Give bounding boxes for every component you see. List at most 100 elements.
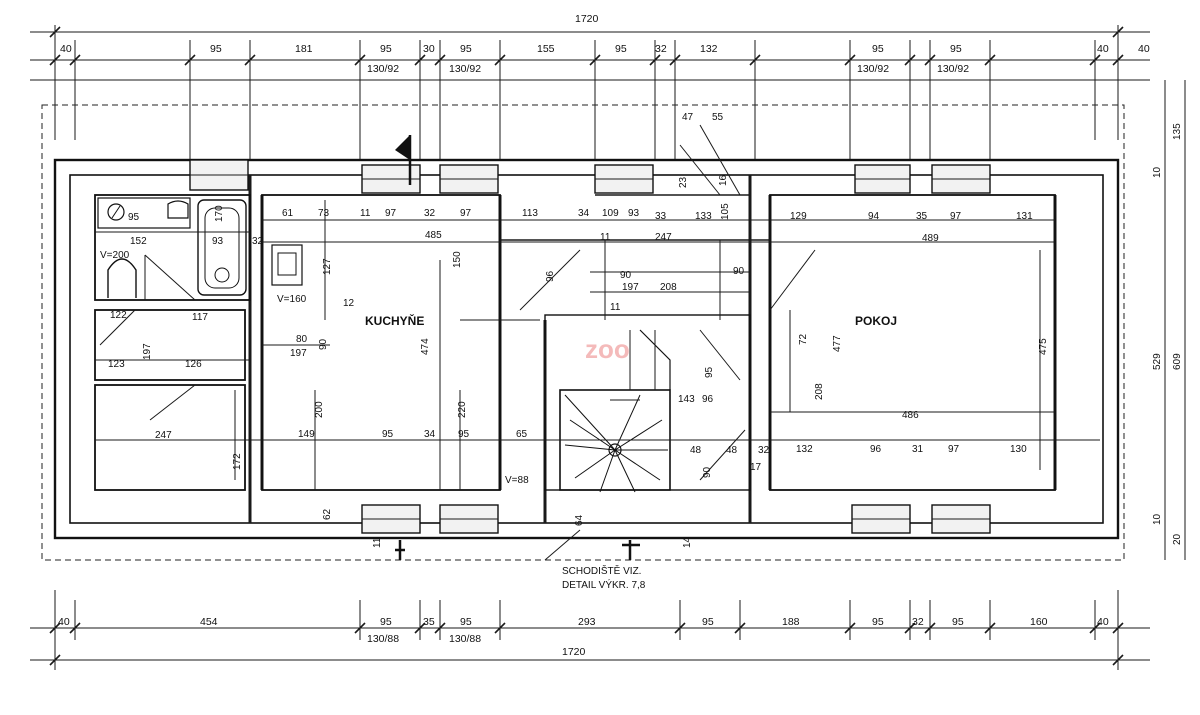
dim-label: 155 [537, 43, 555, 55]
dim-label: 220 [457, 401, 468, 418]
dim-label: 73 [318, 208, 330, 219]
dim-label: 97 [385, 208, 397, 219]
dim-label: 40 [58, 616, 70, 628]
watermark-logo: zoo [585, 334, 630, 364]
dim-label: 95 [380, 43, 392, 55]
dim-label: 95 [872, 616, 884, 628]
dim-label: 32 [252, 236, 264, 247]
dim-label: 293 [578, 616, 596, 628]
dim-label: 94 [868, 211, 880, 222]
dim-label: 130/88 [367, 633, 399, 645]
stair-note-line1: SCHODIŠTĚ VIZ. [562, 564, 641, 577]
dim-label: 105 [720, 203, 731, 220]
dim-label: 130/92 [857, 63, 889, 75]
room-label-kitchen: KUCHYŇE [365, 313, 424, 328]
dim-label: 61 [282, 208, 294, 219]
dim-label: 95 [952, 616, 964, 628]
top-dimension-lines: 1720 40 95 181 95 30 95 155 95 32 132 95… [30, 13, 1150, 170]
dim-label: 93 [628, 208, 640, 219]
dim-label: 247 [655, 232, 672, 243]
dim-label: 10 [1152, 166, 1163, 178]
dim-label: 12 [343, 298, 355, 309]
dim-label: 152 [130, 236, 147, 247]
dim-label: 93 [212, 236, 224, 247]
overall-top-dim: 1720 [575, 13, 599, 25]
dim-label: 32 [424, 208, 436, 219]
dim-label: 95 [460, 43, 472, 55]
right-side-dims: 135 10 529 609 10 20 [1152, 80, 1186, 560]
dim-label: 47 [682, 112, 694, 123]
dim-label: 131 [1016, 211, 1033, 222]
dim-label: 474 [420, 338, 431, 355]
dim-label: 90 [733, 266, 745, 277]
dim-label: 130/88 [449, 633, 481, 645]
dim-label: 40 [60, 43, 72, 55]
dim-label: 160 [1030, 616, 1048, 628]
dim-label: 23 [678, 176, 689, 188]
dim-label: 126 [185, 359, 202, 370]
dim-label: 609 [1172, 353, 1183, 370]
windows [189, 159, 991, 534]
dim-label: 95 [872, 43, 884, 55]
dim-label: 135 [1172, 123, 1183, 140]
dim-label: 48 [690, 445, 702, 456]
dim-label: 197 [290, 348, 307, 359]
dim-label: 208 [660, 282, 677, 293]
interior-dimension-lines [95, 200, 1100, 490]
dim-label: V=160 [277, 294, 307, 305]
dim-label: 95 [950, 43, 962, 55]
dim-label: 72 [798, 333, 809, 345]
dim-label: 11 [600, 232, 611, 243]
dim-label: 188 [782, 616, 800, 628]
dim-label: 149 [298, 429, 315, 440]
dim-label: 172 [232, 453, 243, 470]
dim-label: 11 [372, 537, 383, 548]
dim-label: 32 [912, 616, 924, 628]
dim-label: 130/92 [449, 63, 481, 75]
dim-label: 197 [142, 343, 153, 360]
dim-label: 95 [704, 366, 715, 378]
dim-label: 150 [452, 251, 463, 268]
kitchen-zone-dims: 61 73 11 97 32 485 97 113 34 127 V=160 1… [277, 208, 590, 548]
dim-label: 97 [950, 211, 962, 222]
dim-label: 34 [424, 429, 436, 440]
dim-label: 64 [574, 514, 585, 526]
dim-label: 95 [380, 616, 392, 628]
dim-label: 31 [912, 444, 924, 455]
outline-dashed [41, 104, 1125, 561]
dim-label: 95 [460, 616, 472, 628]
dim-label: 454 [200, 616, 218, 628]
dim-label: 122 [110, 310, 127, 321]
dim-label: 113 [522, 208, 538, 219]
dim-label: 32 [655, 43, 667, 55]
dim-label: 97 [460, 208, 472, 219]
dim-label: 130/92 [367, 63, 399, 75]
dim-label: 34 [578, 208, 590, 219]
dim-label: 35 [423, 616, 435, 628]
dim-label: 143 [678, 394, 695, 405]
building-walls [53, 158, 1120, 540]
dim-label: 48 [726, 445, 738, 456]
room-label-room: POKOJ [855, 314, 897, 328]
dim-label: 90 [318, 338, 329, 350]
dim-label: 477 [832, 335, 843, 352]
dim-label: 117 [192, 312, 208, 323]
dim-label: 30 [423, 43, 435, 55]
middle-zone-dims: 109 93 33 133 105 11 247 96 90 197 208 1… [545, 112, 770, 548]
stair-note-line2: DETAIL VÝKR. 7,8 [562, 578, 646, 591]
dim-label: 96 [870, 444, 882, 455]
overall-bottom-dim: 1720 [562, 646, 586, 658]
dim-label: 109 [602, 208, 619, 219]
dim-label: 486 [902, 410, 919, 421]
dim-label: 181 [295, 43, 313, 55]
dim-label: 170 [214, 205, 225, 222]
dim-label: 80 [296, 334, 308, 345]
dim-label: 95 [458, 429, 470, 440]
dim-label: 40 [1097, 43, 1109, 55]
dim-label: 40 [1097, 616, 1109, 628]
dim-label: 208 [814, 383, 825, 400]
dim-label: 127 [322, 258, 333, 275]
dim-label: 95 [128, 212, 140, 223]
dim-label: 489 [922, 233, 939, 244]
